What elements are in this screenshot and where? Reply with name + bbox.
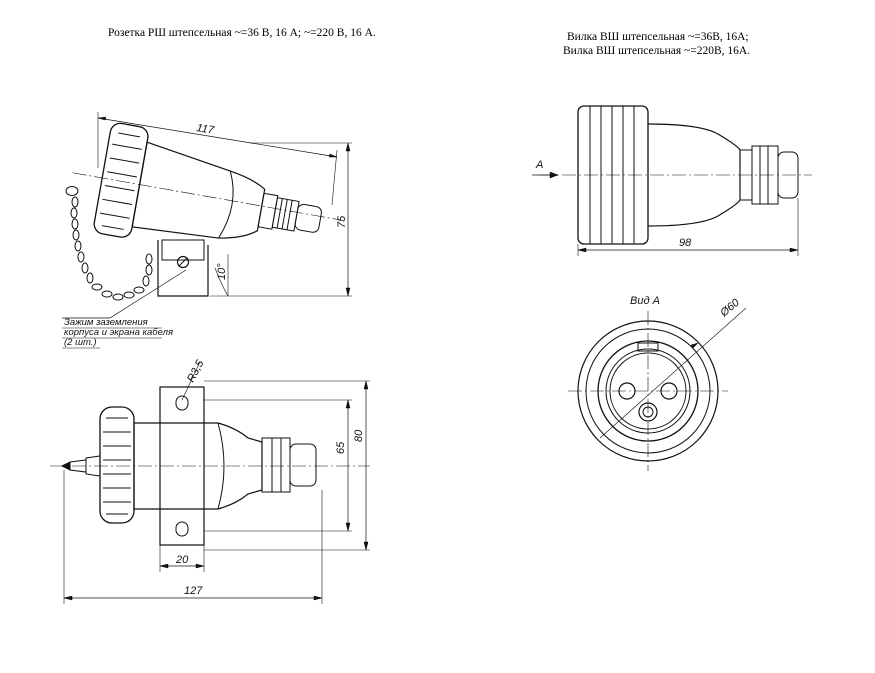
dim-65: 65 bbox=[335, 441, 347, 454]
chain bbox=[65, 186, 153, 301]
dim-radius: R3,5 bbox=[185, 357, 207, 384]
ground-note-line-3: (2 шт.) bbox=[64, 337, 97, 348]
dim-127: 127 bbox=[184, 585, 203, 597]
view-arrow-label: А bbox=[535, 159, 543, 171]
dim-117: 117 bbox=[196, 122, 216, 137]
plug-side-view bbox=[532, 105, 812, 256]
dim-diameter: Ø60 bbox=[717, 296, 742, 320]
socket-side-view bbox=[62, 112, 352, 349]
view-a-label: Вид А bbox=[630, 295, 660, 307]
dim-98: 98 bbox=[679, 237, 692, 249]
ground-note-line-1: Зажим заземления bbox=[64, 317, 148, 328]
plug-title-line-2: Вилка ВШ штепсельная ~=220В, 16А. bbox=[563, 45, 751, 57]
dim-angle: 10° bbox=[216, 263, 228, 280]
plug-title-line-1: Вилка ВШ штепсельная ~=36В, 16А; bbox=[567, 31, 749, 43]
plug-front-view bbox=[568, 307, 747, 471]
dim-75: 75 bbox=[336, 215, 348, 228]
socket-top-view bbox=[50, 361, 370, 604]
dim-80: 80 bbox=[353, 429, 365, 442]
dim-20: 20 bbox=[175, 554, 189, 566]
socket-title: Розетка РШ штепсельная ~=36 В, 16 А; ~=2… bbox=[108, 27, 376, 39]
ground-note-line-2: корпуса и экрана кабеля bbox=[64, 327, 173, 338]
